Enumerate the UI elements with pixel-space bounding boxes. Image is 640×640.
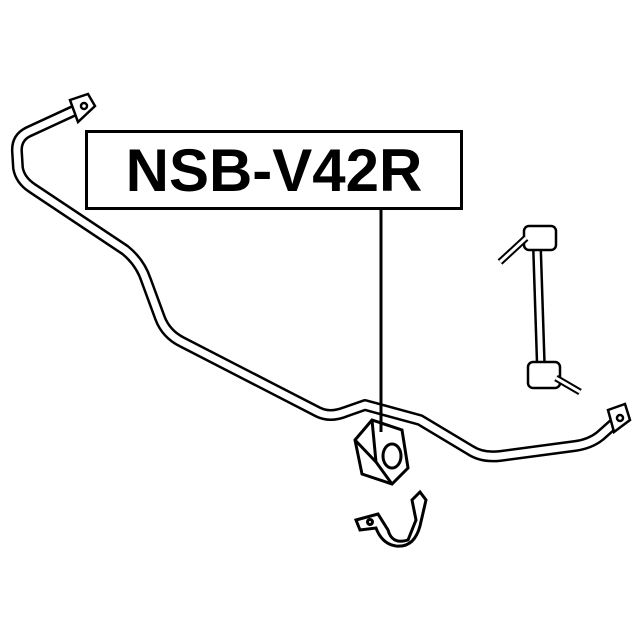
- stabilizer-bar: [10, 102, 624, 463]
- bracket: [353, 489, 428, 548]
- part-number-text: NSB-V42R: [125, 136, 423, 204]
- bar-end-left: [68, 92, 97, 125]
- stabilizer-link: [497, 224, 582, 396]
- bar-end-right: [606, 402, 632, 435]
- bushing: [353, 418, 410, 486]
- part-number-label: NSB-V42R: [85, 130, 463, 210]
